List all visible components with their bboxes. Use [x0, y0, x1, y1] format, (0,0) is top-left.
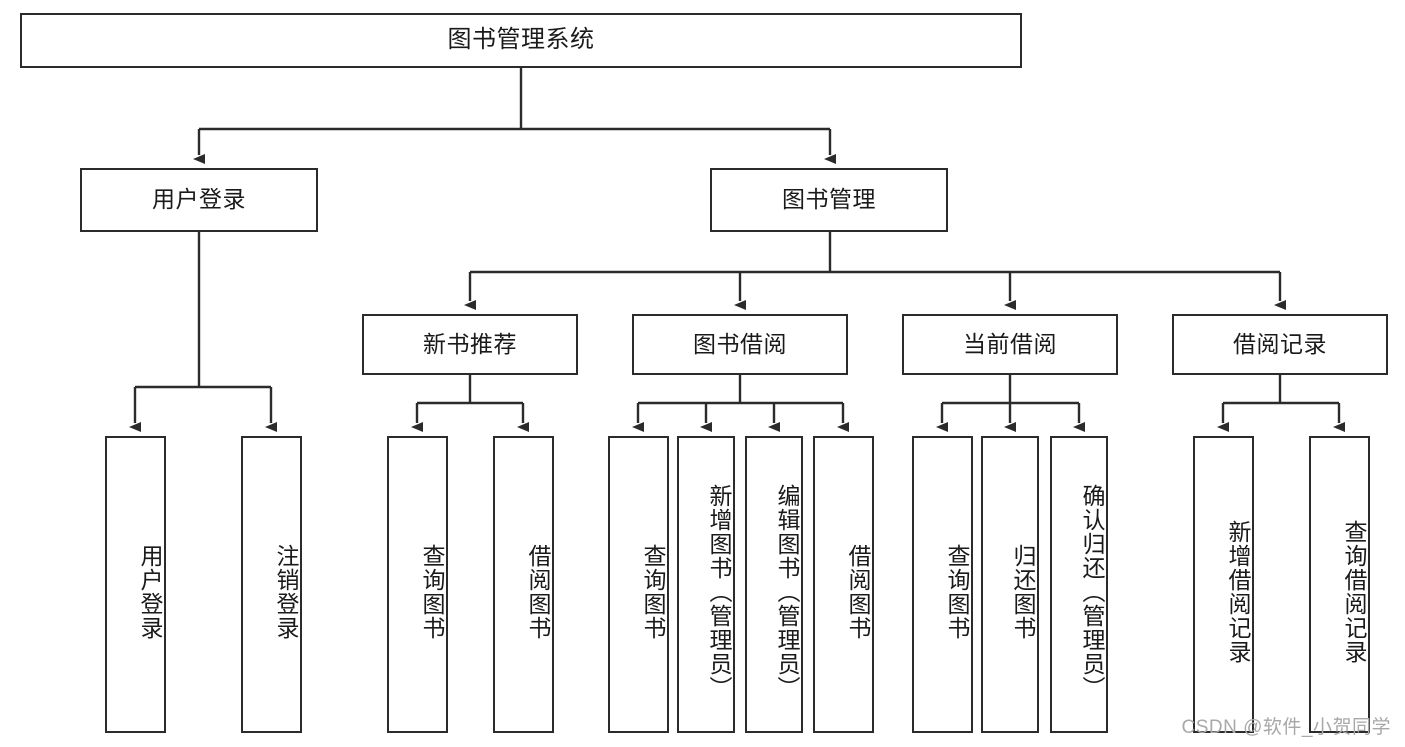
node-new-book-recommend-label: 新书推荐 — [423, 330, 517, 357]
node-current-borrow[interactable]: 当前借阅 — [902, 314, 1118, 375]
node-leaf-confirm-return-label: 确认归还（管理员） — [1079, 483, 1105, 700]
csdn-watermark: CSDN @软件_小贺同学 — [1181, 717, 1391, 738]
node-borrow-record-label: 借阅记录 — [1233, 330, 1327, 357]
node-root[interactable]: 图书管理系统 — [20, 13, 1022, 68]
node-leaf-confirm-return[interactable]: 确认归还（管理员） — [1050, 436, 1108, 733]
node-leaf-query-record[interactable]: 查询借阅记录 — [1309, 436, 1370, 733]
node-book-borrow[interactable]: 图书借阅 — [632, 314, 848, 375]
node-current-borrow-label: 当前借阅 — [963, 330, 1057, 357]
node-leaf-edit-book[interactable]: 编辑图书（管理员） — [745, 436, 803, 733]
node-user-login-label: 用户登录 — [152, 186, 246, 213]
node-leaf-add-book[interactable]: 新增图书（管理员） — [677, 436, 735, 733]
node-leaf-query-book-1-label: 查询图书 — [419, 543, 445, 640]
node-book-manage[interactable]: 图书管理 — [710, 168, 948, 232]
node-root-label: 图书管理系统 — [447, 26, 595, 54]
node-leaf-edit-book-label: 编辑图书（管理员） — [774, 483, 800, 700]
node-leaf-borrow-book-2[interactable]: 借阅图书 — [813, 436, 874, 733]
node-leaf-return-book[interactable]: 归还图书 — [981, 436, 1039, 733]
node-leaf-query-book-3-label: 查询图书 — [944, 543, 970, 640]
node-leaf-query-record-label: 查询借阅记录 — [1341, 519, 1367, 664]
node-leaf-query-book-2-label: 查询图书 — [640, 543, 666, 640]
node-leaf-user-login[interactable]: 用户登录 — [105, 436, 166, 733]
node-leaf-query-book-3[interactable]: 查询图书 — [912, 436, 973, 733]
node-borrow-record[interactable]: 借阅记录 — [1172, 314, 1388, 375]
node-leaf-borrow-book-1-label: 借阅图书 — [525, 543, 551, 640]
node-leaf-logout-login[interactable]: 注销登录 — [241, 436, 302, 733]
node-user-login[interactable]: 用户登录 — [80, 168, 318, 232]
node-book-manage-label: 图书管理 — [782, 186, 876, 213]
node-leaf-borrow-book-1[interactable]: 借阅图书 — [493, 436, 554, 733]
node-leaf-add-record-label: 新增借阅记录 — [1225, 519, 1251, 664]
node-leaf-query-book-1[interactable]: 查询图书 — [387, 436, 448, 733]
node-leaf-add-book-label: 新增图书（管理员） — [706, 483, 732, 700]
node-new-book-recommend[interactable]: 新书推荐 — [362, 314, 578, 375]
node-leaf-query-book-2[interactable]: 查询图书 — [608, 436, 669, 733]
node-leaf-logout-login-label: 注销登录 — [273, 543, 299, 640]
node-leaf-add-record[interactable]: 新增借阅记录 — [1193, 436, 1254, 733]
node-leaf-return-book-label: 归还图书 — [1010, 543, 1036, 640]
node-book-borrow-label: 图书借阅 — [693, 330, 787, 357]
node-leaf-user-login-label: 用户登录 — [137, 543, 163, 640]
node-leaf-borrow-book-2-label: 借阅图书 — [845, 543, 871, 640]
